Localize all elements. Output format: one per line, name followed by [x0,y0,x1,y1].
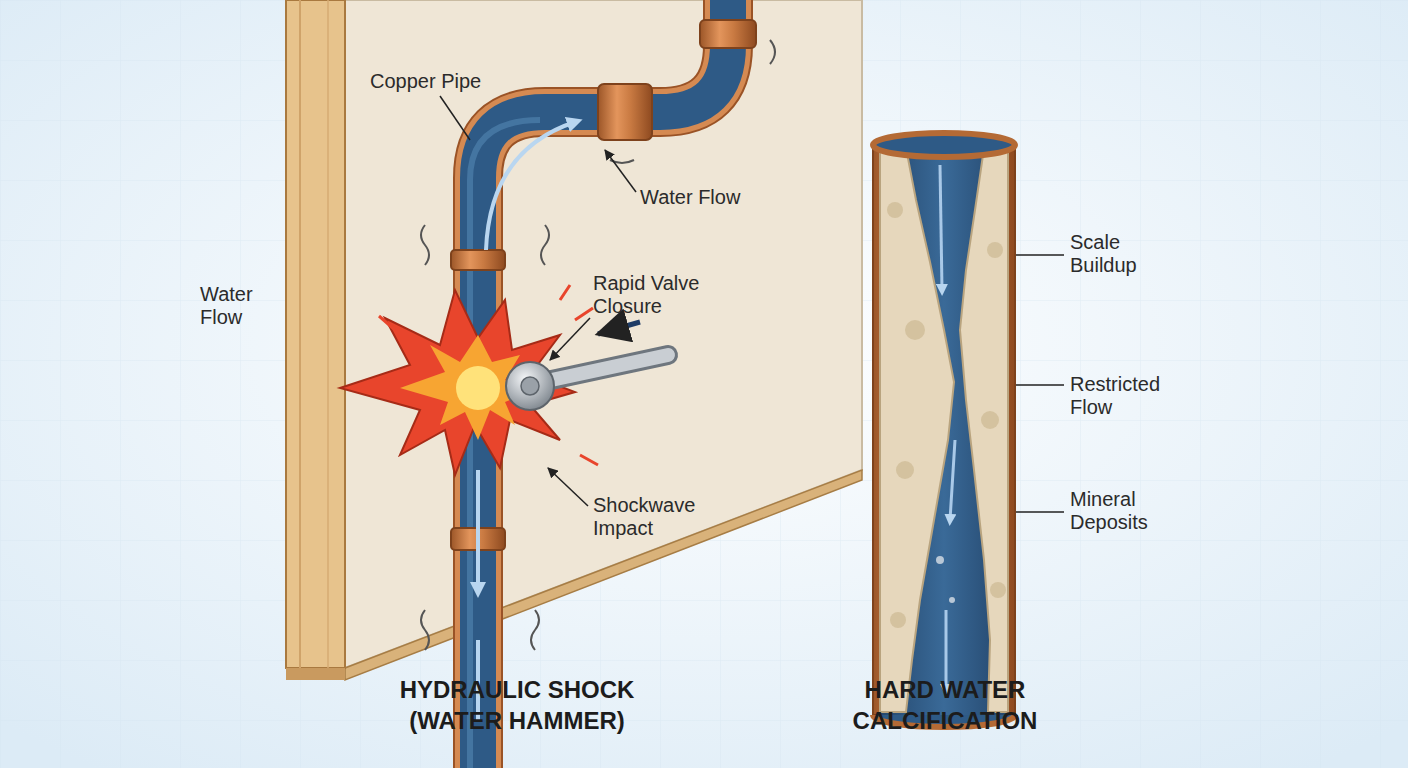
mineral-nodule [890,612,906,628]
part-label: Copper Pipe [370,70,530,93]
callout-label: Shockwave Impact [593,494,713,540]
floor-board [345,470,862,680]
scale-deposit [880,148,954,712]
cutaway-water [880,145,1008,715]
callout-label: Rapid Valve Closure [593,272,733,318]
section-heading: HYDRAULIC SHOCK (WATER HAMMER) [377,674,657,736]
mineral-nodule [990,582,1006,598]
leader-line [605,150,636,192]
leader-line [440,96,470,140]
flow-label: Water Flow [640,186,800,209]
vibration-mark [421,225,429,265]
leader-line [548,468,588,506]
scale-deposit [960,148,1008,712]
vibration-mark [541,225,549,265]
callout-label: Restricted Flow [1070,373,1170,419]
copper-pipe-outline [478,0,728,768]
pipe-rim [873,133,1015,157]
leader-line [550,318,590,360]
shockwave-burst [340,290,575,475]
vibration-mark [770,40,775,64]
wood-grain [327,0,329,668]
section-heading: HARD WATER CALCIFICATION [815,674,1075,736]
flow-arrow [476,470,480,590]
valve-stem [521,377,539,395]
callout-label: Mineral Deposits [1070,488,1170,534]
mineral-nodule [887,202,903,218]
copper-pipe [478,0,728,768]
vibration-mark [531,610,539,650]
flow-arrow [950,440,955,520]
mineral-nodule [896,461,914,479]
callout-label: Scale Buildup [1070,231,1170,277]
flow-arrow [486,122,575,250]
pipe-coupling [451,250,505,270]
stud-base [286,668,345,680]
mineral-nodule [987,242,1003,258]
wood-grain [299,0,301,668]
valve-handle [542,355,668,382]
water-column [478,0,728,768]
vibration-mark [421,610,429,650]
pipe-coupling [598,84,652,140]
closure-arrow [598,322,640,334]
cutaway-pipe-wall [873,145,1015,715]
flow-label: Water Flow [200,283,270,329]
wooden-stud [286,0,345,668]
valve-handle [542,355,668,382]
mineral-particle [936,556,944,564]
mineral-particle [949,597,955,603]
mineral-nodule [905,320,925,340]
mineral-nodule [981,411,999,429]
shockwave-core [456,366,500,410]
pipe-coupling [700,20,756,48]
flow-arrow [940,165,942,290]
wall-panel [345,0,862,668]
valve-body [506,362,554,410]
